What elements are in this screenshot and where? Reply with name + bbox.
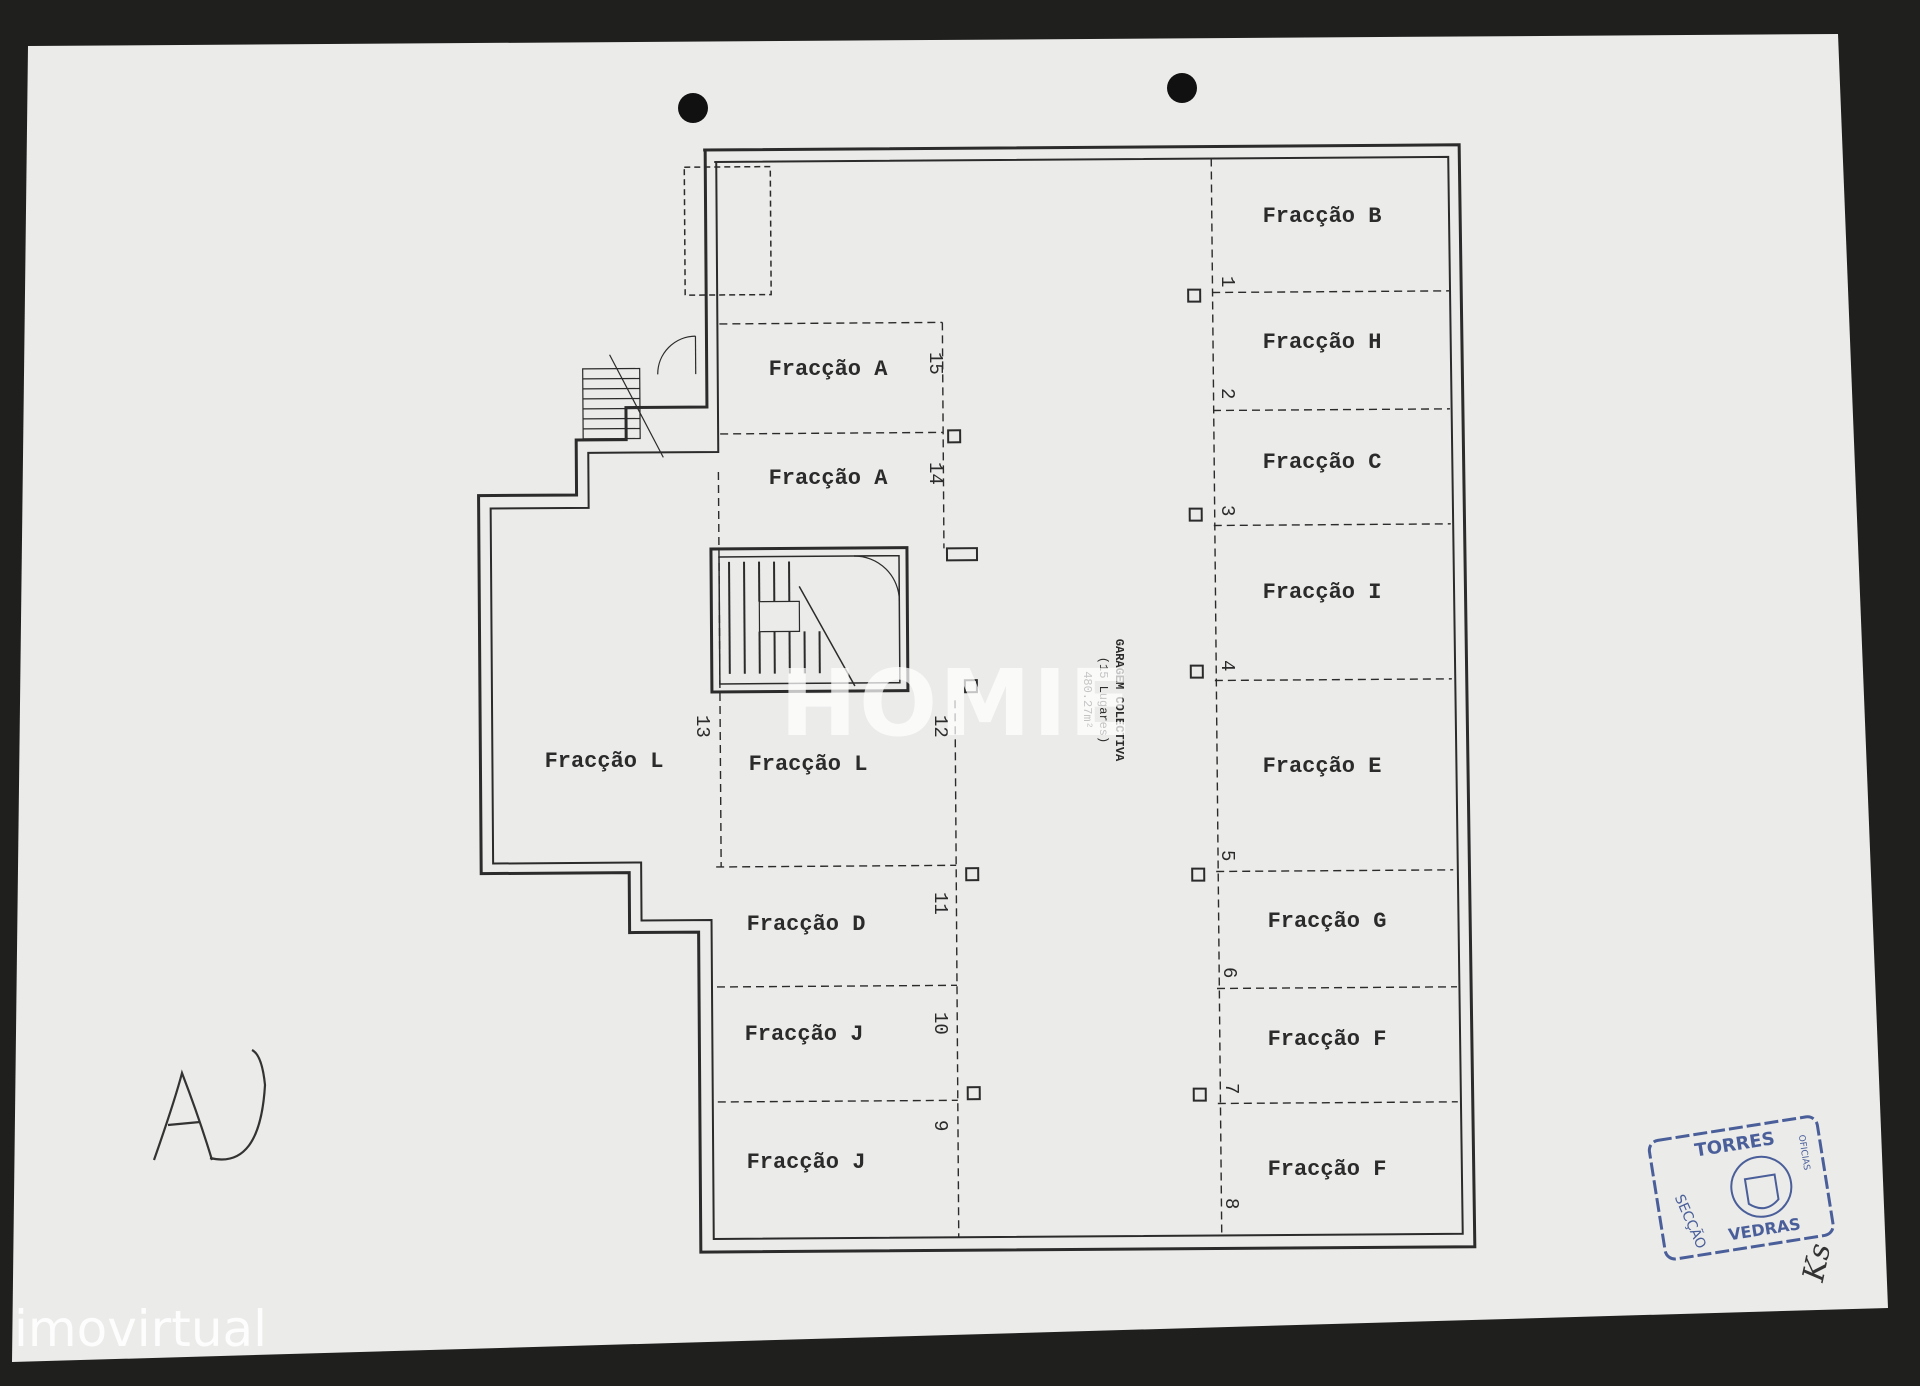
floor-plan — [477, 143, 1477, 1254]
space-number-8: 8 — [1220, 1198, 1242, 1209]
handwritten-mark — [152, 1049, 267, 1161]
paper-sheet — [12, 34, 1888, 1362]
space-number-13: 13 — [691, 715, 713, 738]
unit-label-u-a2: Fracção A — [769, 466, 889, 491]
garage-spaces: (15 Lugares) — [1096, 657, 1110, 743]
unit-label-u-h: Fracção H — [1263, 330, 1382, 355]
unit-label-u-j2: Fracção J — [747, 1150, 866, 1175]
garage-area: 480.27m² — [1080, 671, 1094, 729]
space-number-11: 11 — [929, 892, 951, 915]
space-number-14: 14 — [924, 462, 946, 485]
unit-label-u-f2: Fracção F — [1268, 1157, 1387, 1182]
space-number-3: 3 — [1216, 505, 1238, 516]
space-number-2: 2 — [1216, 388, 1238, 399]
unit-label-u-c: Fracção C — [1263, 450, 1382, 475]
initials: Ks — [1796, 1240, 1838, 1285]
unit-label-u-e: Fracção E — [1263, 754, 1382, 779]
ventilation-shaft — [683, 165, 772, 296]
space-number-10: 10 — [929, 1012, 951, 1035]
outer-wall — [477, 143, 1477, 1254]
punch-hole — [1167, 73, 1197, 103]
unit-label-u-l1: Fracção L — [545, 749, 664, 774]
column-markers — [945, 288, 1207, 1102]
unit-label-u-f1: Fracção F — [1268, 1027, 1387, 1052]
inner-wall — [489, 155, 1464, 1241]
core-staircase — [709, 546, 910, 694]
garage-label: GARAGEM COLECTIVA (15 Lugares) 480.27m² — [1080, 639, 1126, 762]
unit-label-u-g: Fracção G — [1268, 909, 1387, 934]
space-number-1: 1 — [1216, 276, 1238, 287]
imovirtual-watermark: imovirtual — [14, 1300, 268, 1358]
punch-hole — [678, 93, 708, 123]
unit-label-u-j1: Fracção J — [745, 1022, 864, 1047]
space-number-5: 5 — [1216, 850, 1238, 861]
garage-title: GARAGEM COLECTIVA — [1112, 639, 1126, 762]
unit-label-u-i: Fracção I — [1263, 580, 1382, 605]
parking-dividers — [716, 158, 1458, 1238]
unit-labels: Fracção B Fracção H Fracção C Fracção I Frac… — [545, 204, 1387, 1182]
space-number-12: 12 — [929, 715, 951, 738]
space-number-7: 7 — [1220, 1083, 1242, 1094]
space-number-4: 4 — [1216, 660, 1238, 671]
space-number-9: 9 — [929, 1120, 951, 1131]
unit-label-u-a1: Fracção A — [769, 357, 889, 382]
space-number-6: 6 — [1218, 967, 1240, 978]
unit-label-u-d: Fracção D — [747, 912, 866, 937]
unit-label-u-b: Fracção B — [1263, 204, 1382, 229]
unit-label-u-l2: Fracção L — [749, 752, 868, 777]
homie-watermark: HOMIE — [780, 650, 1134, 757]
entry-staircase — [582, 335, 697, 458]
space-number-15: 15 — [924, 352, 946, 375]
